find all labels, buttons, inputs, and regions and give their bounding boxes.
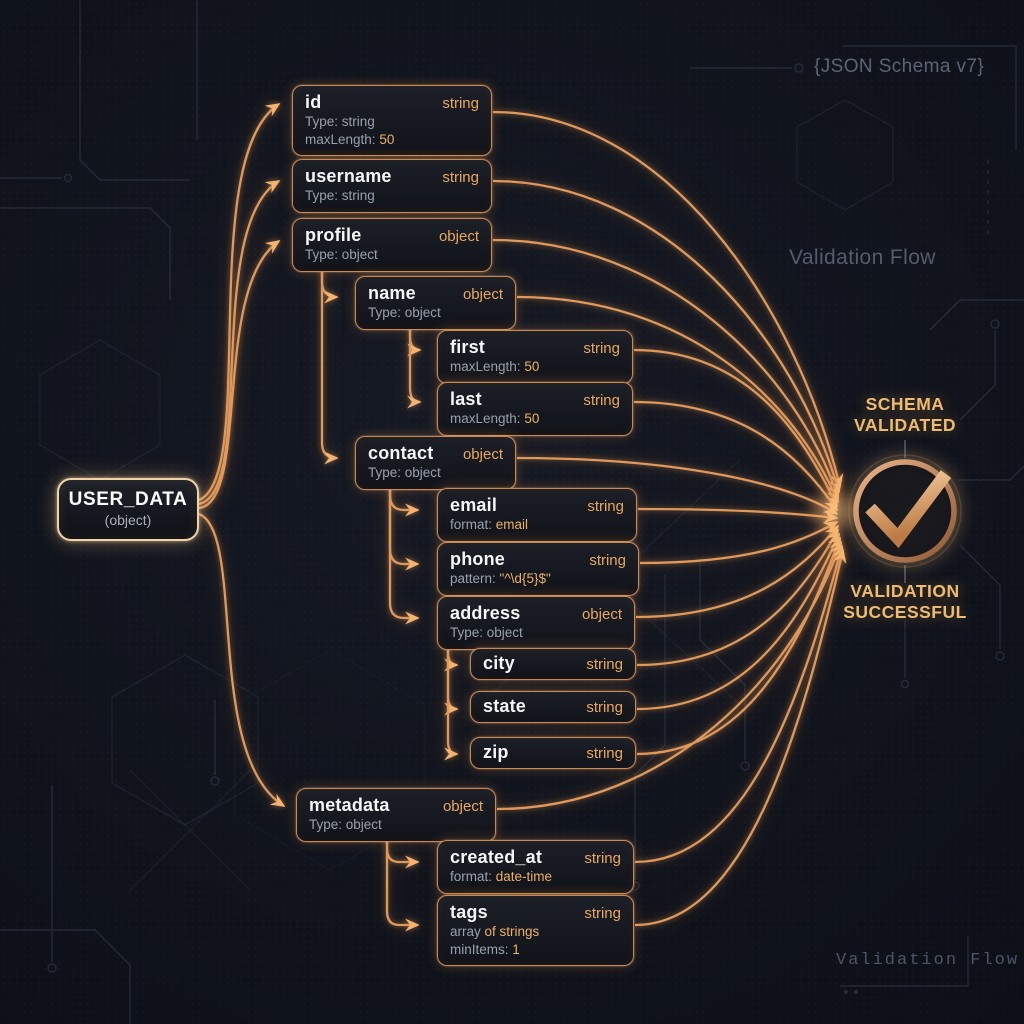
node-last: last string maxLength: 50	[437, 382, 633, 436]
node-metadata: metadata object Type: object	[296, 788, 496, 842]
edge-metadata-tags	[385, 832, 420, 932]
edge-root-id	[198, 103, 281, 502]
node-prop: Type: string	[305, 114, 375, 129]
badge-outer-ring	[848, 454, 962, 568]
node-tags: tags string array of strings minItems: 1	[437, 895, 634, 967]
node-key: metadata	[309, 795, 390, 815]
node-key: profile	[305, 225, 362, 245]
edge-address-state	[444, 640, 459, 716]
validation-flow-label-mid: Validation Flow	[789, 246, 936, 269]
node-type-badge: string	[589, 552, 626, 569]
edge-id-result	[492, 110, 844, 489]
node-prop: format: date-time	[450, 869, 553, 884]
node-key: city	[483, 653, 515, 673]
node-type-badge: object	[438, 228, 479, 245]
node-prop: array of strings	[450, 924, 540, 939]
edge-tags-result	[634, 548, 847, 927]
node-prop: Type: object	[368, 465, 441, 480]
node-key: created_at	[450, 847, 543, 867]
node-key: phone	[450, 549, 505, 569]
edge-metadata-result	[496, 540, 843, 811]
node-prop: Type: object	[450, 625, 523, 640]
node-type-badge: object	[581, 606, 622, 623]
node-created-at: created_at string format: date-time	[437, 840, 634, 894]
node-type-badge: object	[462, 446, 503, 463]
node-user-data: USER_DATA (object)	[57, 478, 199, 541]
edge-created-at-result	[634, 544, 845, 864]
edge-address-zip	[444, 640, 459, 761]
node-type-badge: string	[586, 699, 623, 716]
node-key: last	[450, 389, 482, 409]
edge-name-result	[516, 295, 840, 504]
node-email: email string format: email	[437, 488, 637, 542]
node-type-badge: string	[584, 850, 621, 867]
check-icon	[865, 470, 952, 549]
root-subtitle: (object)	[104, 512, 152, 528]
node-prop: maxLength: 50	[305, 131, 395, 147]
edge-contact-phone	[388, 480, 420, 571]
node-type-badge: string	[587, 498, 624, 515]
node-type-badge: string	[586, 656, 623, 673]
node-type-badge: string	[583, 340, 620, 357]
edge-username-result	[492, 179, 842, 494]
edge-root-metadata	[198, 512, 286, 807]
edge-root-username	[198, 180, 281, 506]
root-title: USER_DATA	[68, 489, 188, 510]
node-prop: Type: object	[309, 817, 382, 832]
node-type-badge: string	[442, 95, 479, 112]
node-phone: phone string pattern: "^\d{5}$"	[437, 542, 639, 596]
node-type-badge: string	[583, 392, 620, 409]
edge-first-result	[633, 348, 839, 508]
node-key: email	[450, 495, 498, 515]
validation-flow-label-bottom: Validation Flow	[836, 951, 1020, 970]
validation-successful-label: VALIDATION SUCCESSFUL	[843, 581, 967, 623]
node-first: first string maxLength: 50	[437, 330, 633, 384]
node-prop: format: email	[450, 517, 529, 532]
schema-version-label: {JSON Schema v7}	[814, 56, 985, 77]
node-prop: maxLength: 50	[450, 411, 540, 426]
node-type-badge: string	[584, 905, 621, 922]
node-prop: Type: string	[305, 188, 375, 203]
node-prop: minItems: 1	[450, 941, 520, 957]
edge-state-result	[636, 532, 841, 711]
node-profile: profile object Type: object	[292, 218, 492, 272]
node-state: state string	[470, 691, 636, 723]
node-type-badge: object	[442, 798, 483, 815]
node-city: city string	[470, 648, 636, 680]
node-name: name object Type: object	[355, 276, 516, 330]
node-key: address	[450, 603, 521, 623]
node-zip: zip string	[470, 737, 636, 769]
node-prop: pattern: "^\d{5}$"	[450, 571, 551, 586]
node-key: name	[368, 283, 416, 303]
node-key: username	[305, 166, 392, 186]
node-key: tags	[450, 902, 488, 922]
edge-profile-contact	[320, 262, 339, 465]
edge-zip-result	[636, 536, 842, 756]
node-key: contact	[368, 443, 434, 463]
edge-name-last	[407, 318, 422, 409]
edge-contact-address	[388, 480, 420, 625]
node-prop: Type: object	[305, 247, 378, 262]
node-key: id	[305, 92, 322, 112]
node-prop: Type: object	[368, 305, 441, 320]
node-address: address object Type: object	[437, 596, 635, 650]
schema-validated-label: SCHEMA VALIDATED	[853, 394, 957, 436]
node-key: state	[483, 696, 527, 716]
edge-profile-result	[492, 238, 840, 499]
node-type-badge: string	[442, 169, 479, 186]
node-contact: contact object Type: object	[355, 436, 516, 490]
node-type-badge: string	[586, 745, 623, 762]
node-type-badge: object	[462, 286, 503, 303]
node-key: first	[450, 337, 486, 357]
node-id: id string Type: string maxLength: 50	[292, 85, 492, 157]
node-username: username string Type: string	[292, 159, 492, 213]
validation-badge	[848, 454, 962, 568]
edge-root-profile	[198, 240, 281, 510]
edges	[198, 103, 847, 932]
node-prop: maxLength: 50	[450, 359, 540, 374]
edge-city-result	[636, 528, 840, 667]
node-key: zip	[483, 742, 509, 762]
